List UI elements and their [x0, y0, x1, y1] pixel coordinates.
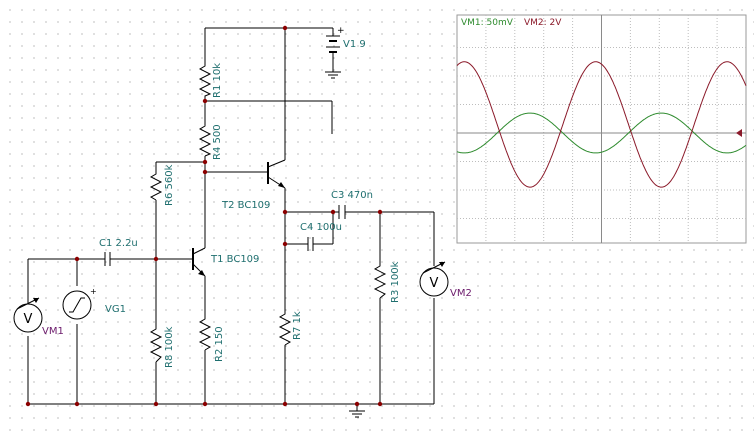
junction: [282, 25, 288, 31]
transistor-t2[interactable]: T2 BC109: [221, 159, 286, 211]
junction: [354, 401, 360, 407]
voltmeter-icon: V: [430, 276, 439, 291]
junction: [330, 209, 336, 215]
r3-label: R3 100k: [390, 261, 401, 303]
r4-label: R4 500: [212, 124, 223, 160]
vg1-plus: +: [90, 287, 97, 296]
scope-legend-vm1: VM1: 50mV: [461, 18, 514, 28]
junction: [202, 159, 208, 165]
trace-vm2: [456, 61, 747, 188]
trigger-marker-icon[interactable]: [736, 129, 742, 137]
v1-label: V1 9: [343, 39, 366, 50]
junction: [153, 256, 159, 262]
trace-vm1: [456, 112, 747, 154]
capacitor-c1[interactable]: C1 2.2u: [99, 238, 138, 266]
scope-grid: [457, 15, 746, 243]
vm2-label: VM2: [450, 288, 472, 299]
resistor-r6[interactable]: R6 560k: [149, 164, 175, 206]
resistor-r4[interactable]: R4 500: [198, 122, 223, 160]
resistor-r2[interactable]: R2 150: [198, 315, 225, 362]
voltmeter-vm1[interactable]: V VM1: [13, 297, 64, 337]
signal-generator-vg1[interactable]: + VG1: [62, 287, 126, 320]
junction: [202, 169, 208, 175]
junction: [377, 401, 383, 407]
wires: [27, 27, 435, 411]
junction: [74, 256, 80, 262]
voltmeter-icon: V: [24, 312, 33, 327]
junction: [377, 209, 383, 215]
junction: [153, 401, 159, 407]
c4-label: C4 100u: [300, 222, 342, 233]
junction: [282, 209, 288, 215]
scope-traces: [456, 61, 747, 188]
r2-label: R2 150: [214, 326, 225, 362]
voltmeter-vm2[interactable]: V VM2: [419, 261, 472, 299]
resistor-r7[interactable]: R7 1k: [278, 310, 303, 346]
vg1-label: VG1: [105, 304, 126, 315]
junction: [202, 401, 208, 407]
transistor-t1[interactable]: T1 BC109: [186, 247, 259, 277]
junction: [202, 98, 208, 104]
junction: [282, 241, 288, 247]
resistor-r3[interactable]: R3 100k: [373, 261, 401, 303]
t1-label: T1 BC109: [210, 254, 259, 265]
c3-label: C3 470n: [331, 190, 373, 201]
scope-legend-vm2: VM2: 2V: [524, 18, 562, 28]
junctions: [25, 25, 383, 407]
battery-icon[interactable]: + V1 9: [326, 26, 366, 58]
capacitor-c3[interactable]: C3 470n: [331, 190, 373, 219]
r8-label: R8 100k: [164, 326, 175, 368]
capacitor-c4[interactable]: C4 100u: [300, 222, 342, 251]
oscilloscope[interactable]: VM1: 50mV VM2: 2V: [456, 14, 747, 244]
r7-label: R7 1k: [292, 311, 303, 340]
r6-label: R6 560k: [164, 164, 175, 206]
r1-label: R1 10k: [212, 63, 223, 98]
v1-plus-sign: +: [337, 26, 345, 36]
junction: [282, 401, 288, 407]
vm1-label: VM1: [42, 326, 64, 337]
ground-icon: [325, 71, 341, 79]
junction: [74, 401, 80, 407]
resistor-r8[interactable]: R8 100k: [149, 325, 175, 368]
ground-icon: [349, 410, 365, 418]
t2-label: T2 BC109: [221, 200, 270, 211]
c1-label: C1 2.2u: [99, 238, 138, 249]
junction: [25, 401, 31, 407]
resistor-r1[interactable]: R1 10k: [198, 62, 223, 98]
